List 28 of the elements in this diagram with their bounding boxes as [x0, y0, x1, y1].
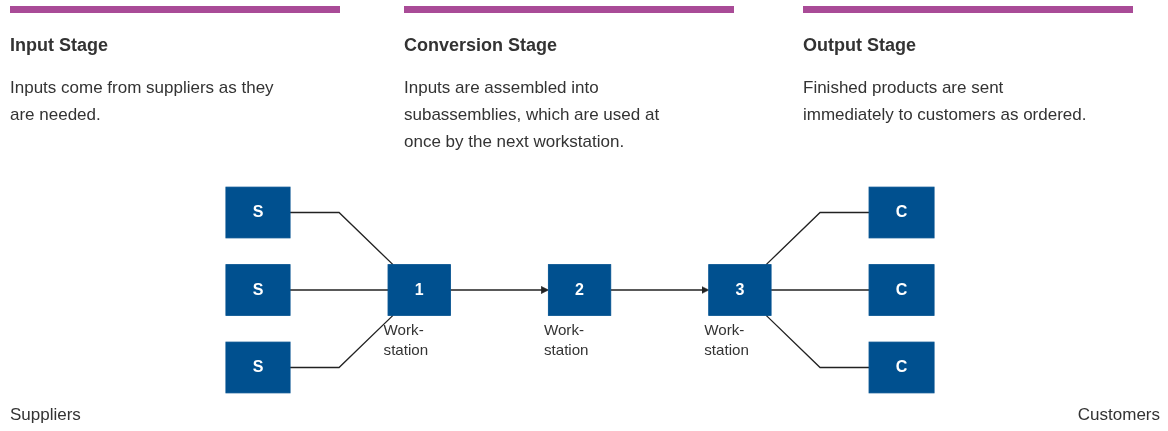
station-box: S	[225, 264, 291, 316]
stage-description: Inputs are assembled into subassemblies, which are used at once by the next workstation.	[404, 77, 661, 153]
connector	[289, 289, 389, 291]
connector	[289, 211, 394, 266]
stage-heading: Output Stage	[803, 35, 916, 56]
station-caption: Work- station	[704, 320, 750, 360]
station-box: S	[225, 186, 291, 239]
station-box: C	[868, 264, 935, 316]
station-caption: Work- station	[383, 320, 430, 360]
station-box: C	[868, 341, 935, 394]
connector	[610, 286, 710, 294]
station-box: 1	[387, 264, 451, 316]
station-caption: Work- station	[543, 320, 590, 360]
group-label: Customers	[1077, 405, 1160, 425]
station-box: C	[868, 186, 935, 239]
stage-heading: Input Stage	[10, 35, 108, 56]
station-box: 2	[547, 264, 612, 316]
stage-heading: Conversion Stage	[404, 35, 558, 56]
connector	[770, 289, 870, 291]
stage-description: Finished products are sent immediately to customers as ordered.	[803, 77, 1088, 126]
connector	[289, 314, 394, 369]
station-box: 3	[708, 264, 772, 316]
connector	[765, 314, 870, 369]
group-label: Suppliers	[10, 405, 81, 425]
connector	[765, 211, 870, 266]
stage-description: Inputs come from suppliers as they are needed.	[10, 77, 275, 126]
station-box: S	[225, 341, 291, 394]
connector	[449, 286, 549, 294]
